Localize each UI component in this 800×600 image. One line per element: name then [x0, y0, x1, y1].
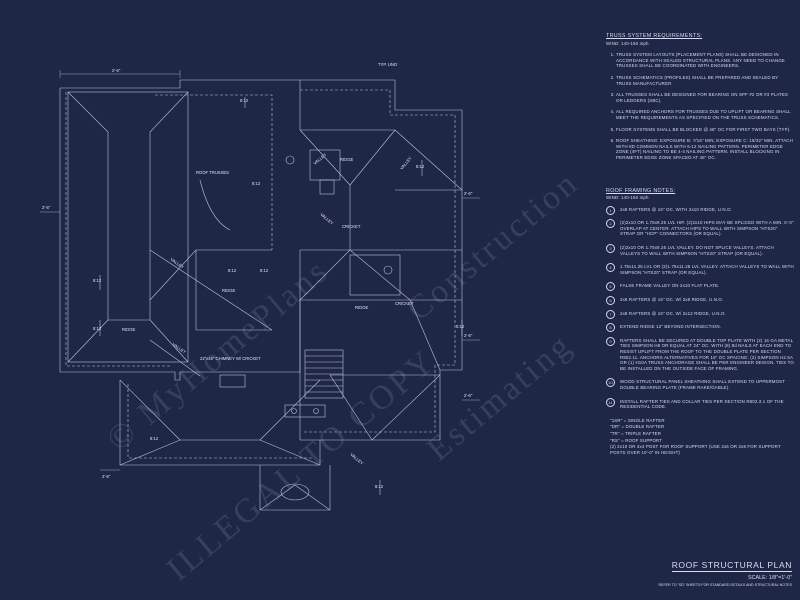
truss-note: ALL REQUIRED ANCHORS FOR TRUSSES DUE TO … — [616, 109, 794, 120]
truss-note: ROOF SHEATHING: EXPOSURE B: 7/16" MIN; E… — [616, 138, 794, 160]
typ-uno-label: TYP. UNO — [378, 62, 398, 67]
pitch-10: 8:12 — [150, 436, 159, 441]
truss-note: TRUSS SYSTEM LAYOUTS (PLACEMENT PLANS) S… — [616, 52, 794, 69]
truss-notes-title: TRUSS SYSTEM REQUIREMENTS: — [606, 33, 703, 39]
legend-item: "1SR" = SINGLE RAFTER — [610, 417, 665, 423]
valley-label-5: VALLEY — [399, 155, 413, 170]
chimney-label: 22"x48" CHIMNEY W/ CRICKET — [200, 356, 261, 361]
pitch-4: 8:12 — [228, 268, 237, 273]
title-block: ROOF STRUCTURAL PLAN SCALE: 1/8"=1'-0" R… — [640, 555, 792, 587]
valley-label-4: VALLEY — [319, 212, 334, 226]
ridge-label-center: RIDGE — [222, 288, 235, 293]
dim-1: 2'-6" — [112, 68, 121, 73]
legend-item: "TR" = TRIPLE RAFTER — [610, 430, 662, 436]
pitch-5: 8:12 — [260, 268, 269, 273]
framing-note: 3(2)2x10 OR 1.75x9.25 LVL VALLEY. DO NOT… — [606, 244, 794, 256]
left-roof-area — [67, 91, 189, 363]
valley-label-2: VALLEY — [171, 342, 187, 355]
ridge-label-main: RIDGE — [340, 157, 353, 162]
pitch-6: 8:12 — [416, 164, 425, 169]
drawing-scale: SCALE: 1/8"=1'-0" — [748, 575, 792, 581]
pitch-3: 8:12 — [240, 98, 249, 103]
ridge-label-lower: RIDGE — [355, 305, 368, 310]
framing-notes-title: ROOF FRAMING NOTES: — [606, 187, 676, 194]
truss-note: ALL TRUSSES SHALL BE DESIGNED FOR BEARIN… — [616, 92, 794, 103]
roof-plan-drawing: RIDGE RIDGE RIDGE RIDGE VALLEY VALLEY VA… — [40, 62, 480, 511]
left-wing-outline — [59, 88, 301, 381]
truss-note: TRUSS SCHEMATICS (PROFILES) SHALL BE PRE… — [616, 75, 794, 86]
roof-trusses-label: ROOF TRUSSES — [196, 170, 229, 175]
framing-note: 2(2)2x10 OR 1.75x9.25 LVL HIP. (2)2x10 H… — [606, 219, 794, 237]
legend-item: "DR" = DOUBLE RAFTER — [610, 424, 665, 430]
dim-5: 2'-6" — [464, 393, 473, 398]
pitch-1: 8:12 — [93, 278, 102, 283]
valley-label-6: VALLEY — [349, 452, 364, 466]
ridge-label-left: RIDGE — [122, 327, 135, 332]
truss-wind: WIND: 140-150 mph — [606, 40, 649, 46]
pitch-9: 8:12 — [252, 181, 261, 186]
truss-note: FLOOR SYSTEMS SHALL BE BLOCKED @ 48" OC … — [616, 127, 794, 133]
lower-wing-outline — [119, 380, 321, 466]
rafter-legend: "1SR" = SINGLE RAFTER "DR" = DOUBLE RAFT… — [606, 418, 794, 456]
cricket-label-2: CRICKET — [395, 301, 414, 306]
pitch-7: 8:12 — [456, 324, 465, 329]
cricket-label-1: CRICKET — [342, 224, 361, 229]
valley-label-3: VALLEY — [312, 152, 327, 166]
dim-2: 2'-6" — [42, 205, 51, 210]
dim-4: 2'-6" — [464, 333, 473, 338]
drawing-title: ROOF STRUCTURAL PLAN — [671, 560, 792, 572]
drawing-reference-note: REFER TO "SD" SHEETS FOR STANDARD DETAIL… — [658, 583, 792, 587]
legend-item: "RS" = ROOF SUPPORT — [610, 437, 663, 443]
dim-3: 2'-6" — [464, 191, 473, 196]
pitch-2: 8:12 — [93, 326, 102, 331]
pitch-8: 8:12 — [375, 484, 384, 489]
truss-notes: TRUSS SYSTEM REQUIREMENTS: WIND: 140-150… — [606, 33, 794, 456]
right-wing-outline — [300, 79, 463, 441]
legend-item: (2) 2x10 OR 4x4 POST FOR ROOF SUPPORT (U… — [610, 444, 781, 455]
dim-6: 2'-6" — [102, 474, 111, 479]
framing-wind: WIND: 140-150 mph — [606, 195, 649, 201]
